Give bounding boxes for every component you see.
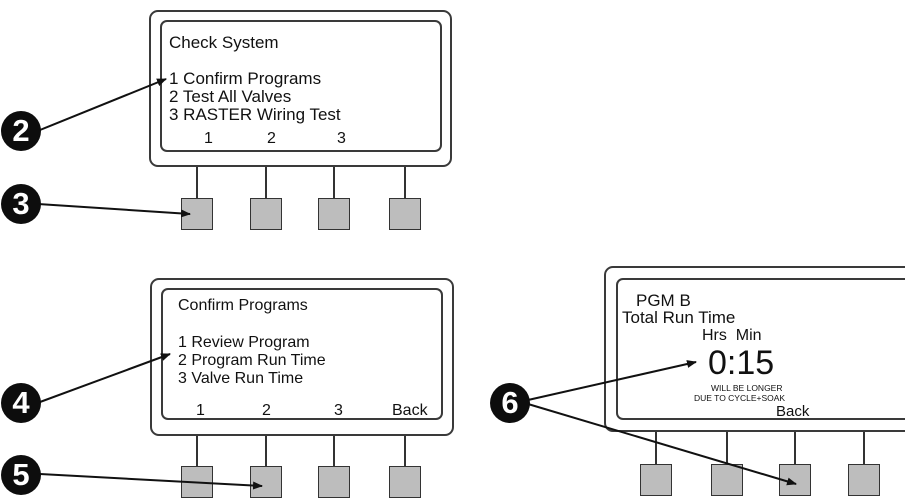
menu-item-valve-run-time: 3 Valve Run Time: [178, 370, 304, 387]
controller-panel-run-time: PGM B Total Run Time Hrs Min 0:15 WILL B…: [604, 266, 905, 432]
run-time-value: 0:15: [708, 344, 775, 382]
soft-key-3-button[interactable]: [318, 198, 350, 230]
callout-badge-6: 6: [490, 383, 530, 423]
button-stem: [333, 436, 335, 466]
menu-item-test-all-valves: 2 Test All Valves: [169, 87, 292, 106]
soft-key-label: 3: [334, 402, 343, 419]
total-run-time-label: Total Run Time: [622, 308, 736, 327]
soft-key-4-button[interactable]: [848, 464, 880, 496]
lcd-screen: Confirm Programs 1 Review Program 2 Prog…: [161, 288, 443, 420]
callout-4-arrow: [39, 353, 171, 403]
soft-key-2-button[interactable]: [250, 198, 282, 230]
button-stem: [404, 436, 406, 466]
cycle-soak-note-line2: DUE TO CYCLE+SOAK: [694, 393, 786, 403]
button-stem: [265, 436, 267, 466]
button-stem: [196, 167, 198, 199]
callout-6-arrow-to-time: [527, 360, 697, 401]
button-stem: [265, 167, 267, 199]
soft-key-label: 3: [337, 130, 346, 147]
units-label: Hrs Min: [702, 327, 762, 344]
callout-3-arrow: [37, 203, 191, 218]
button-stem: [794, 432, 796, 464]
soft-key-2-button[interactable]: [711, 464, 743, 496]
menu-item-review-program: 1 Review Program: [178, 334, 310, 351]
soft-key-3-button[interactable]: [318, 466, 350, 498]
button-stem: [863, 432, 865, 464]
controller-panel-check-system: Check System 1 Confirm Programs 2 Test A…: [149, 10, 452, 167]
soft-key-label: 2: [267, 130, 276, 147]
callout-badge-4: 4: [1, 383, 41, 423]
callout-badge-2: 2: [1, 111, 41, 151]
button-stem: [726, 432, 728, 464]
callout-6-arrow-to-button: [527, 403, 797, 486]
soft-key-1-button[interactable]: [640, 464, 672, 496]
button-stem: [655, 432, 657, 464]
lcd-screen: Check System 1 Confirm Programs 2 Test A…: [160, 20, 442, 152]
callout-badge-5: 5: [1, 455, 41, 495]
soft-key-label-back: Back: [392, 402, 428, 419]
menu-item-raster-wiring-test: 3 RASTER Wiring Test: [169, 105, 341, 124]
screen-title: Check System: [169, 33, 279, 52]
soft-key-4-button[interactable]: [389, 198, 421, 230]
button-stem: [196, 436, 198, 466]
callout-badge-3: 3: [1, 184, 41, 224]
callout-2-arrow: [39, 78, 167, 131]
menu-item-program-run-time: 2 Program Run Time: [178, 352, 326, 369]
program-label: PGM B: [636, 291, 691, 310]
soft-key-back-button[interactable]: [389, 466, 421, 498]
back-label: Back: [776, 403, 810, 420]
screen-title: Confirm Programs: [178, 297, 308, 314]
callout-5-arrow: [39, 473, 263, 490]
cycle-soak-note-line1: WILL BE LONGER: [711, 383, 783, 393]
controller-panel-confirm-programs: Confirm Programs 1 Review Program 2 Prog…: [150, 278, 454, 436]
button-stem: [333, 167, 335, 199]
soft-key-label: 1: [204, 130, 213, 147]
button-stem: [404, 167, 406, 199]
lcd-screen: PGM B Total Run Time Hrs Min 0:15 WILL B…: [616, 278, 905, 420]
soft-key-label: 1: [196, 402, 205, 419]
menu-item-confirm-programs: 1 Confirm Programs: [169, 69, 322, 88]
soft-key-label: 2: [262, 402, 271, 419]
